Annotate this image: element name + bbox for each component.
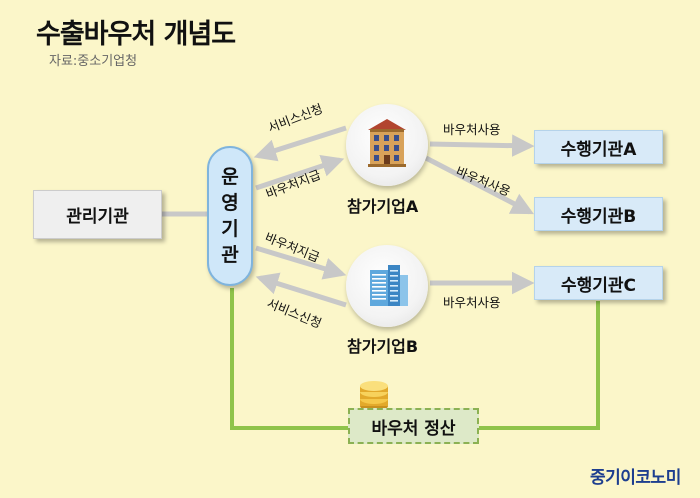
performer-a-box: 수행기관A	[534, 130, 663, 164]
company-a-circle	[346, 104, 428, 186]
voucher-settlement-box: 바우처 정산	[348, 408, 479, 444]
brand-logo: 중기이코노미	[590, 468, 681, 488]
service-request-b-arrow	[255, 272, 347, 308]
settlement-line-left	[230, 288, 348, 430]
voucher-use-a2-arrow	[424, 155, 534, 215]
office-tower-icon	[370, 265, 408, 306]
source-note: 자료:중소기업청	[49, 54, 138, 69]
voucher-use-a1-arrow	[429, 134, 535, 157]
settlement-line-right	[479, 301, 600, 430]
performer-c-box: 수행기관C	[534, 266, 663, 300]
service-request-a-arrow	[253, 125, 347, 162]
company-b-label: 참가기업B	[347, 337, 419, 356]
building-icon	[368, 119, 406, 167]
performer-b-box: 수행기관B	[534, 197, 663, 231]
page-title: 수출바우처 개념도	[36, 19, 236, 50]
operating-agency-box: 운 영 기 관	[207, 146, 253, 286]
ops-char-3: 기	[221, 218, 239, 240]
ops-char-2: 영	[221, 192, 239, 214]
company-b-circle	[346, 245, 428, 327]
voucher-use-a1-label: 바우처사용	[443, 122, 501, 137]
ops-char-4: 관	[221, 244, 239, 266]
coins-icon	[360, 381, 388, 411]
voucher-payment-a-arrow	[255, 155, 345, 191]
management-agency-box: 관리기관	[33, 190, 162, 239]
company-a-label: 참가기업A	[347, 197, 419, 216]
voucher-payment-b-arrow	[255, 245, 347, 280]
ops-char-1: 운	[221, 166, 239, 188]
voucher-use-b-label: 바우처사용	[443, 295, 501, 310]
